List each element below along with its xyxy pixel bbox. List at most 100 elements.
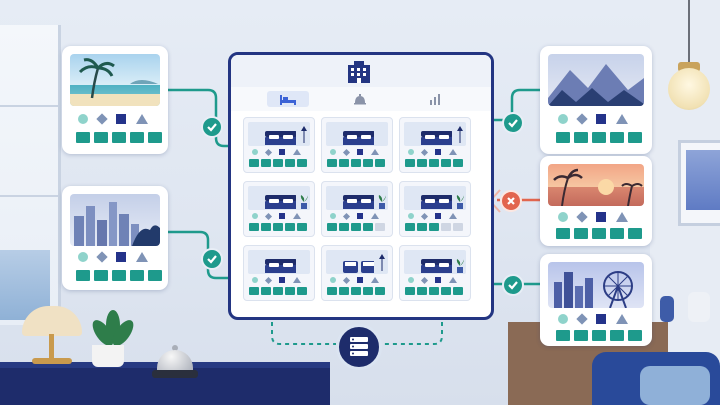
- available-tile: [453, 287, 463, 295]
- floor-lamp-icon: [379, 254, 385, 271]
- ferris-wheel-icon: [554, 271, 633, 308]
- room-card[interactable]: [399, 117, 471, 173]
- square-icon: [357, 277, 363, 283]
- mountains-thumbnail: [548, 54, 644, 106]
- unavailable-tile: [441, 223, 451, 231]
- desk-lamp-icon: [22, 306, 82, 336]
- diamond-icon: [96, 113, 108, 125]
- plant-icon: [378, 195, 386, 209]
- amenity-shapes: [330, 148, 379, 156]
- available-tile: [261, 159, 271, 167]
- room-card[interactable]: [321, 245, 393, 301]
- square-icon: [116, 114, 126, 124]
- available-tile: [417, 159, 427, 167]
- available-tile: [351, 223, 361, 231]
- availability-tiles: [405, 287, 463, 295]
- square-icon: [357, 213, 363, 219]
- double-bed-icon: [421, 131, 452, 145]
- service-bell-icon: [354, 94, 366, 105]
- mountain-icon: [548, 64, 644, 106]
- tab-services[interactable]: [347, 91, 373, 107]
- vase-icon: [660, 296, 674, 322]
- square-icon: [279, 149, 285, 155]
- channel-card-sunset[interactable]: [540, 156, 652, 246]
- availability-tiles: [405, 159, 463, 167]
- available-tile: [351, 159, 361, 167]
- plant-icon: [456, 259, 464, 273]
- room-image: [404, 250, 466, 274]
- available-tile: [417, 287, 427, 295]
- city-ferris-wheel-thumbnail: [548, 262, 644, 308]
- available-tile: [405, 223, 415, 231]
- floor-lamp-icon: [457, 126, 463, 143]
- channel-card-city[interactable]: [62, 186, 168, 290]
- plant-icon: [300, 195, 308, 209]
- hotel-building-icon: [348, 61, 370, 83]
- room-card[interactable]: [399, 181, 471, 237]
- room-card[interactable]: [321, 117, 393, 173]
- available-tile: [249, 287, 259, 295]
- tab-analytics[interactable]: [423, 91, 449, 107]
- skyline-icon: [74, 202, 160, 246]
- available-tile: [429, 223, 439, 231]
- circle-icon: [408, 149, 414, 155]
- available-tile: [363, 159, 373, 167]
- amenity-shapes: [408, 276, 457, 284]
- availability-tiles: [327, 287, 385, 295]
- double-bed-icon: [343, 131, 374, 145]
- double-bed-icon: [421, 259, 452, 273]
- availability-tiles: [556, 132, 642, 143]
- circle-icon: [252, 213, 258, 219]
- armchair-cushion: [640, 366, 710, 405]
- available-tile: [285, 287, 295, 295]
- available-tile: [249, 159, 259, 167]
- available-tile: [261, 223, 271, 231]
- room-image: [248, 250, 310, 274]
- availability-tiles: [76, 132, 162, 143]
- channel-card-ferris-city[interactable]: [540, 254, 652, 346]
- square-icon: [279, 277, 285, 283]
- circle-icon: [78, 114, 88, 124]
- floor-lamp-icon: [301, 126, 307, 143]
- square-icon: [435, 149, 441, 155]
- available-tile: [351, 287, 361, 295]
- plant-icon: [456, 195, 464, 209]
- diamond-icon: [342, 276, 351, 284]
- channel-card-beach[interactable]: [62, 46, 168, 154]
- available-tile: [405, 287, 415, 295]
- database-server-icon: [336, 324, 382, 370]
- available-tile: [441, 159, 451, 167]
- room-image: [404, 122, 466, 146]
- available-tile: [327, 223, 337, 231]
- availability-tiles: [327, 223, 385, 231]
- availability-tiles: [76, 270, 162, 281]
- connector-hub-right: [378, 314, 443, 345]
- pendant-cord: [688, 0, 690, 70]
- room-image: [404, 186, 466, 210]
- room-card[interactable]: [321, 181, 393, 237]
- bed-icon: [280, 95, 296, 105]
- availability-tiles: [556, 330, 642, 341]
- room-card[interactable]: [243, 117, 315, 173]
- amenity-shapes: [252, 148, 301, 156]
- room-card[interactable]: [399, 245, 471, 301]
- room-card[interactable]: [243, 245, 315, 301]
- available-tile: [273, 287, 283, 295]
- amenity-shapes: [558, 113, 628, 125]
- available-tile: [375, 159, 385, 167]
- bell-base: [152, 370, 198, 378]
- available-tile: [429, 159, 439, 167]
- available-tile: [297, 159, 307, 167]
- available-tile: [285, 159, 295, 167]
- available-tile: [441, 287, 451, 295]
- available-tile: [297, 287, 307, 295]
- connected-check-icon: [201, 248, 223, 270]
- tab-rooms[interactable]: [267, 91, 309, 107]
- room-card[interactable]: [243, 181, 315, 237]
- channel-card-mountains[interactable]: [540, 46, 652, 154]
- panel-header: [231, 55, 491, 87]
- available-tile: [405, 159, 415, 167]
- circle-icon: [330, 277, 336, 283]
- room-image: [248, 122, 310, 146]
- panel-tabs: [231, 87, 491, 111]
